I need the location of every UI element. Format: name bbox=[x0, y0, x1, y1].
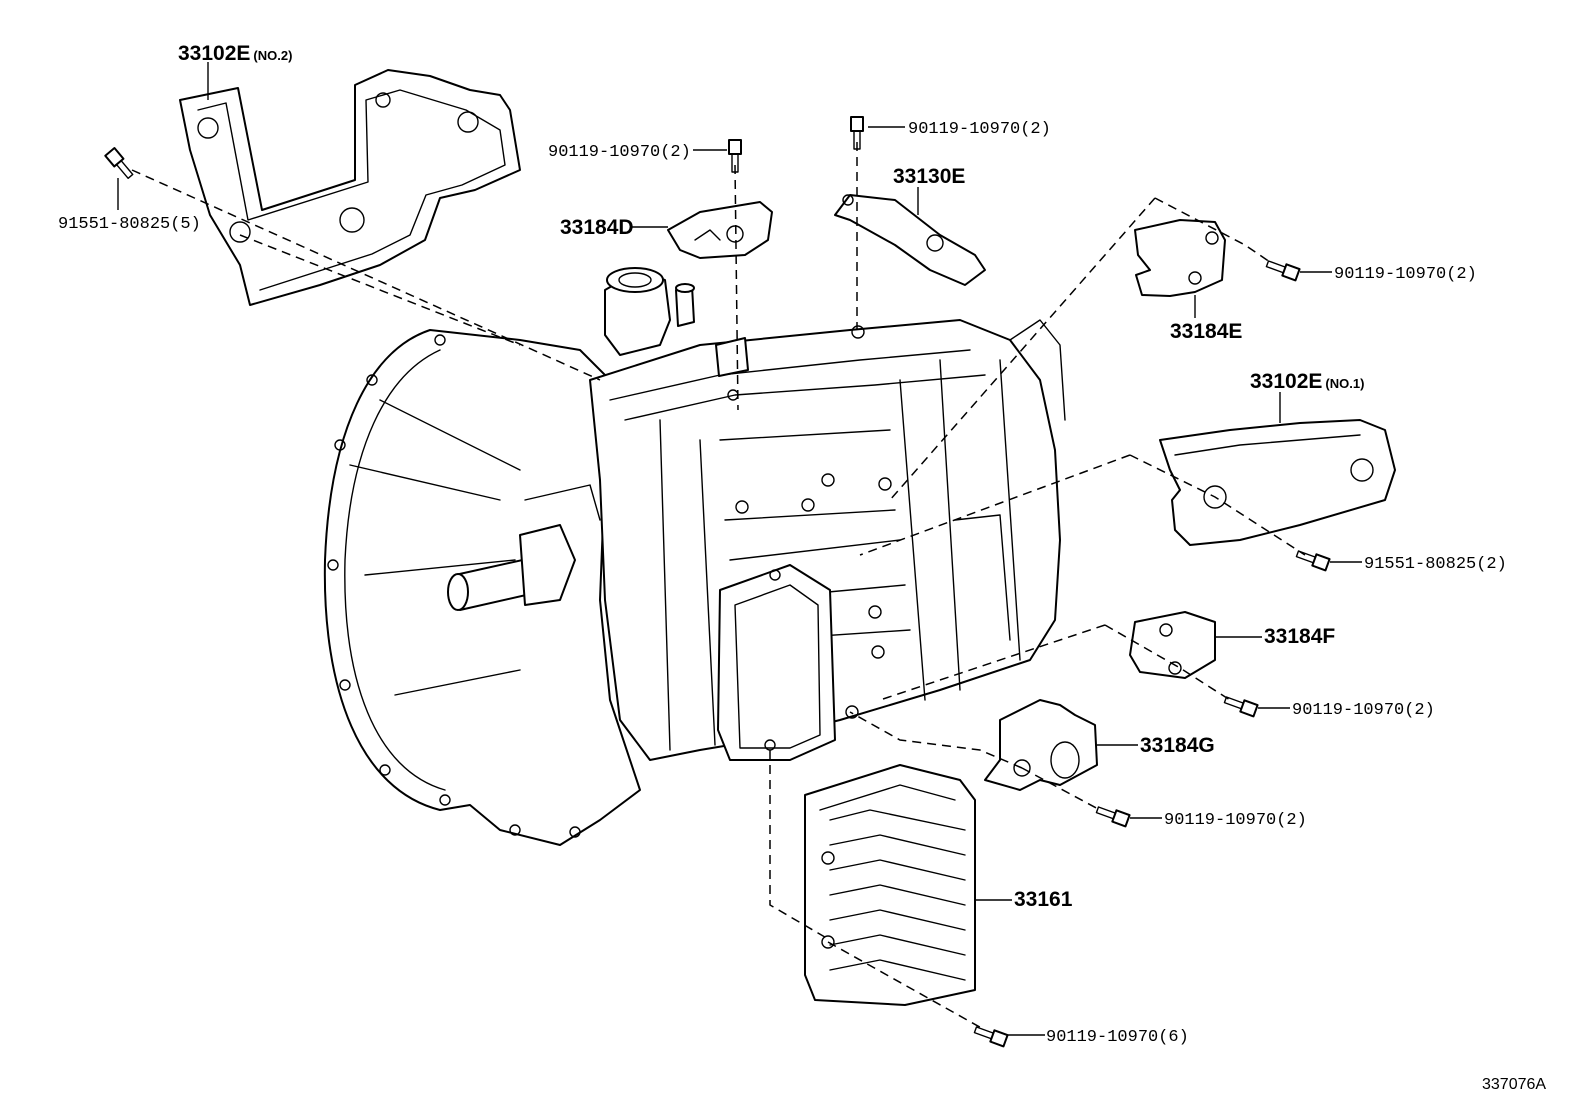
part-33184d-drawing bbox=[667, 201, 773, 259]
transmission-assembly bbox=[323, 267, 1066, 846]
bolt-icon bbox=[1095, 806, 1131, 828]
part-33130e-drawing bbox=[834, 194, 986, 286]
part-labels: 33102E(NO.2) 33102E(NO.1) 33130E 33184D … bbox=[178, 42, 1364, 911]
part-33184e-drawing bbox=[1134, 219, 1226, 297]
part-33102e-no2-drawing bbox=[179, 69, 521, 306]
bolt-label-90119-10970-6: 90119-10970(6) bbox=[1046, 1028, 1189, 1047]
bolt-label-91551-80825-2: 91551-80825(2) bbox=[1364, 555, 1507, 574]
label-33102e-no1: 33102E(NO.1) bbox=[1250, 370, 1364, 393]
bolt-label-90119-10970-2-d: 90119-10970(2) bbox=[548, 143, 691, 162]
label-33184d: 33184D bbox=[560, 216, 634, 239]
bolt-icons bbox=[104, 116, 1331, 1048]
figure-number: 337076A bbox=[1482, 1076, 1546, 1093]
part-33184f-drawing bbox=[1129, 611, 1216, 679]
label-33130e: 33130E bbox=[893, 165, 965, 188]
part-33102e-no1-drawing bbox=[1159, 419, 1396, 546]
label-33184e: 33184E bbox=[1170, 320, 1242, 343]
bolt-icon bbox=[104, 147, 134, 180]
bolt-label-90119-10970-2-130e: 90119-10970(2) bbox=[908, 120, 1051, 139]
bolt-icon bbox=[850, 116, 864, 150]
assembly-lines bbox=[131, 142, 1306, 1031]
bolt-label-90119-10970-2-g: 90119-10970(2) bbox=[1164, 811, 1307, 830]
bolt-label-90119-10970-2-f: 90119-10970(2) bbox=[1292, 701, 1435, 720]
label-33161: 33161 bbox=[1014, 888, 1073, 911]
label-33184f: 33184F bbox=[1264, 625, 1335, 648]
bolt-icon bbox=[1223, 696, 1259, 718]
bolt-icon bbox=[973, 1026, 1009, 1048]
bolt-label-91551-80825-5: 91551-80825(5) bbox=[58, 215, 201, 234]
bolt-icon bbox=[1265, 260, 1301, 282]
label-33102e-no2: 33102E(NO.2) bbox=[178, 42, 292, 65]
part-33161-drawing bbox=[804, 764, 976, 1006]
part-33184g-drawing bbox=[984, 699, 1098, 791]
bolt-label-90119-10970-2-e: 90119-10970(2) bbox=[1334, 265, 1477, 284]
bolt-icon bbox=[1295, 550, 1331, 572]
leader-lines bbox=[117, 62, 1362, 1036]
label-33184g: 33184G bbox=[1140, 734, 1215, 757]
bolt-labels: 91551-80825(5) 90119-10970(2) 90119-1097… bbox=[58, 120, 1507, 1047]
